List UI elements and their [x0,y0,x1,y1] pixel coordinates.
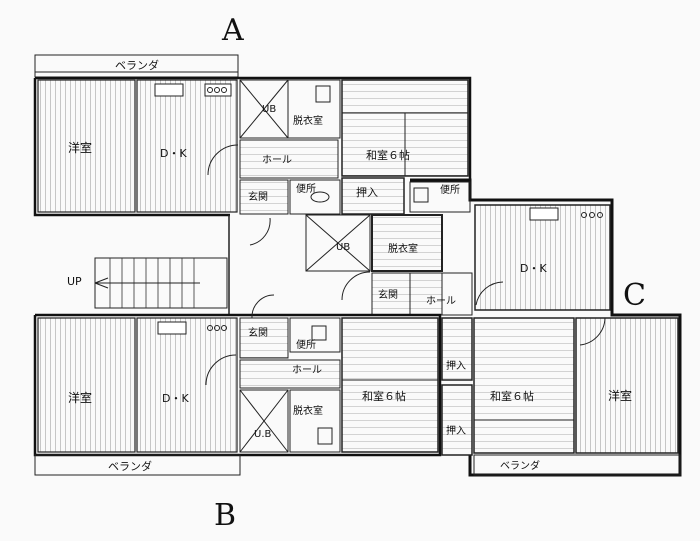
balcony-c [473,454,681,476]
unit-label-c: C [623,278,646,313]
unit-label-b: B [214,498,236,533]
label-c-dk: D・K [520,262,547,275]
room-c-washitsu [473,317,575,454]
label-c-datsui: 脱衣室 [388,242,418,255]
room-a-youshitsu [37,79,136,213]
room-b-washitsu [341,317,439,453]
balcony-b [34,454,241,476]
label-a-ub: UB [262,104,276,115]
label-a-dk: D・K [160,147,187,160]
label-c-benjo: 便所 [440,183,460,196]
label-c-oshiire-2: 押入 [446,424,466,437]
balcony-b-label: ベランダ [108,459,152,473]
label-c-oshiire-1: 押入 [446,359,466,372]
unit-a [33,54,472,246]
room-a-datsui [287,79,341,139]
label-b-genkan: 玄関 [248,326,268,339]
label-up: UP [67,275,82,288]
label-a-genkan: 玄関 [248,190,268,203]
label-c-ub: UB [336,242,350,253]
label-b-youshitsu: 洋室 [68,390,92,405]
room-c-genkan [371,272,443,316]
room-c-benjo [409,181,471,213]
label-b-washitsu: 和室６帖 [362,389,406,403]
room-c-dk [474,204,611,311]
room-a-hall [239,139,339,179]
label-a-hall: ホール [262,154,292,166]
room-b-hall [239,359,341,389]
room-a-dk [136,79,238,213]
stair-area [94,215,230,315]
room-c-datsui [371,214,443,272]
room-b-youshitsu [37,317,136,453]
label-b-hall: ホール [292,364,322,376]
label-a-datsui: 脱衣室 [293,114,323,127]
room-a-benjo [289,179,341,215]
room-c-oshiire-2 [441,384,473,456]
room-c-ub [305,214,371,272]
room-a-oshiire [341,177,405,215]
label-c-hall: ホール [426,295,456,307]
room-b-datsui [289,389,341,453]
label-c-youshitsu: 洋室 [608,388,632,403]
label-b-benjo: 便所 [296,338,316,351]
room-a-genkan [239,179,289,215]
label-c-washitsu: 和室６帖 [490,389,534,403]
room-b-ub [239,389,289,453]
room-b-dk [136,317,238,453]
room-b-benjo [289,317,341,353]
balcony-c-label: ベランダ [500,459,540,472]
room-c-oshiire-1 [441,317,473,381]
label-a-benjo: 便所 [296,182,316,195]
room-b-genkan [239,317,289,359]
unit-c [305,178,682,477]
room-c-youshitsu [575,317,679,454]
label-a-washitsu: 和室６帖 [366,148,410,162]
balcony-a-label: ベランダ [115,58,159,72]
label-b-datsui: 脱衣室 [293,404,323,417]
label-a-youshitsu: 洋室 [68,140,92,155]
unit-b [33,294,442,476]
label-b-ub: U.B [254,429,271,440]
label-b-dk: D・K [162,392,189,405]
unit-label-a: A [221,13,244,48]
label-a-oshiire: 押入 [356,185,378,199]
label-c-genkan: 玄関 [378,288,398,301]
